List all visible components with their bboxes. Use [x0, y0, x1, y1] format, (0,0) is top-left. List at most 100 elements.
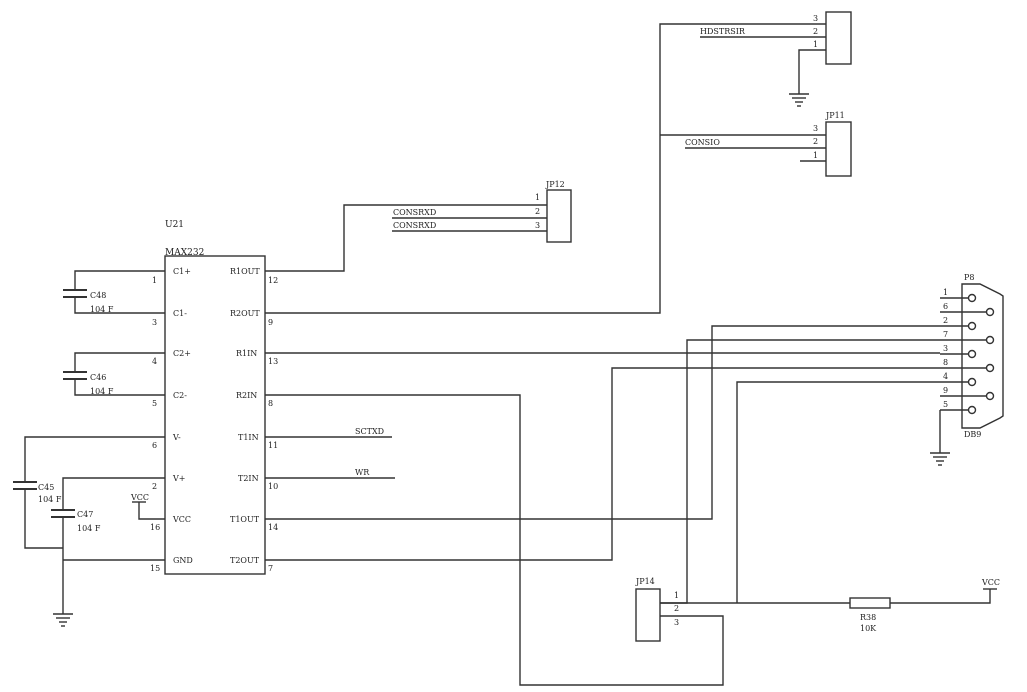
- u21-chip: U21 MAX232 1 3 4 5 6 2 16 15 C1+ C1- C2+…: [148, 220, 282, 575]
- c48-ref: C48: [90, 291, 106, 300]
- jp12-pin-3: 3: [535, 221, 540, 230]
- jp11-pin-1: 1: [813, 151, 818, 160]
- u21-pin-name-left-7: VCC: [172, 515, 191, 524]
- u21-pin-num-left-2: 3: [152, 318, 157, 327]
- capacitor-c48: C48 104 F: [63, 270, 148, 314]
- ground-symbol-db9: [930, 410, 950, 466]
- u21-pin-num-right-8: 7: [268, 564, 273, 573]
- c45-ref: C45: [38, 483, 54, 492]
- p8-pin-label-1: 1: [943, 288, 948, 297]
- capacitor-c45: C45 104 F: [13, 436, 148, 549]
- u21-pin-num-left-3: 4: [152, 357, 157, 366]
- ground-symbol-left: [53, 613, 73, 627]
- u21-ref: U21: [165, 220, 184, 230]
- u21-pin-num-right-4: 8: [268, 399, 273, 408]
- jp-top-pin-2: 2: [813, 27, 818, 36]
- jp14-ref: JP14: [635, 577, 655, 586]
- u21-pin-name-right-4: R2IN: [236, 391, 257, 400]
- r38-ref: R38: [860, 613, 876, 622]
- u21-pin-num-right-5: 11: [268, 441, 278, 450]
- u21-pin-name-right-8: T2OUT: [230, 556, 260, 565]
- c48-value: 104 F: [90, 305, 114, 314]
- jp-top-pin-3: 3: [813, 14, 818, 23]
- u21-pin-name-right-1: R1OUT: [230, 267, 260, 276]
- db9-pin-1: [967, 293, 977, 303]
- db9-pin-5: [967, 405, 977, 415]
- u21-pin-name-right-2: R2OUT: [230, 309, 260, 318]
- p8-ref: P8: [964, 273, 974, 282]
- net-label-consrxd-1: CONSRXD: [393, 208, 436, 217]
- db9-pin-6: [985, 307, 995, 317]
- u21-pin-num-right-2: 9: [268, 318, 273, 327]
- db9-pin-7: [985, 335, 995, 345]
- net-label-hdstrsir: HDSTRSIR: [700, 27, 746, 36]
- vcc-label-u21: VCC: [130, 493, 149, 502]
- connector-jp12: JP12 1 2 3: [535, 180, 572, 243]
- capacitor-c46: C46 104 F: [63, 352, 148, 396]
- u21-pin-name-left-3: C2+: [173, 349, 191, 358]
- capacitor-c47: C47 104 F: [51, 477, 148, 614]
- u21-pin-num-left-1: 1: [152, 276, 157, 285]
- r38-value: 10K: [860, 624, 877, 633]
- u21-pin-name-right-5: T1IN: [238, 433, 259, 442]
- c46-value: 104 F: [90, 387, 114, 396]
- db9-pin-3: [967, 349, 977, 359]
- resistor-r38: R38 10K: [849, 597, 891, 633]
- u21-pin-name-right-6: T2IN: [238, 474, 259, 483]
- p8-pin-label-5: 5: [943, 400, 948, 409]
- jp14-pin-3: 3: [674, 618, 679, 627]
- vcc-symbol-r38: VCC: [981, 578, 1000, 590]
- u21-pin-name-left-1: C1+: [173, 267, 191, 276]
- u21-pin-num-right-7: 14: [268, 523, 278, 532]
- net-label-sctxd: SCTXD: [355, 427, 384, 436]
- jp14-pin-1: 1: [674, 591, 679, 600]
- jp11-ref: JP11: [825, 111, 845, 120]
- p8-part: DB9: [964, 430, 981, 439]
- u21-pin-num-left-5: 6: [152, 441, 157, 450]
- u21-pin-num-left-7: 16: [150, 523, 160, 532]
- u21-pin-name-left-5: V-: [172, 433, 181, 442]
- connector-jp11: JP11 3 2 1: [813, 111, 852, 177]
- jp12-pin-2: 2: [535, 207, 540, 216]
- u21-pin-name-left-4: C2-: [173, 391, 187, 400]
- db9-pin-2: [967, 321, 977, 331]
- jp14-pin-2: 2: [674, 604, 679, 613]
- p8-pin-label-6: 6: [943, 302, 948, 311]
- u21-pin-num-right-6: 10: [268, 482, 278, 491]
- u21-part: MAX232: [165, 248, 204, 258]
- u21-pin-num-left-4: 5: [152, 399, 157, 408]
- net-label-consrxd-2: CONSRXD: [393, 221, 436, 230]
- u21-pin-name-left-6: V+: [172, 474, 185, 483]
- connector-jp14: JP14 1 2 3: [635, 577, 679, 642]
- c46-ref: C46: [90, 373, 106, 382]
- ground-symbol-top: [789, 93, 809, 107]
- u21-pin-num-left-6: 2: [152, 482, 157, 491]
- p8-pin-label-3: 3: [943, 344, 948, 353]
- jp12-pin-1: 1: [535, 193, 540, 202]
- net-label-consio: CONSIO: [685, 138, 720, 147]
- vcc-symbol-u21: VCC: [130, 493, 149, 520]
- u21-pin-num-left-8: 15: [150, 564, 160, 573]
- jp-top-pin-1: 1: [813, 40, 818, 49]
- c45-value: 104 F: [38, 495, 62, 504]
- u21-body: [164, 255, 266, 575]
- p8-pin-label-4: 4: [943, 372, 948, 381]
- u21-pin-name-right-3: R1IN: [236, 349, 257, 358]
- c47-ref: C47: [77, 510, 93, 519]
- p8-pin-label-8: 8: [943, 358, 948, 367]
- jp11-pin-3: 3: [813, 124, 818, 133]
- p8-pin-label-2: 2: [943, 316, 948, 325]
- connector-p8-db9: P8 DB9 1 6 2 7 3 8 4 9 5: [940, 273, 1004, 439]
- u21-pin-name-left-8: GND: [173, 556, 193, 565]
- u21-pin-name-right-7: T1OUT: [230, 515, 260, 524]
- jp12-ref: JP12: [545, 180, 565, 189]
- net-label-wr: WR: [355, 468, 370, 477]
- connector-top: 3 2 1: [813, 11, 852, 65]
- db9-pin-4: [967, 377, 977, 387]
- p8-pin-label-7: 7: [943, 330, 948, 339]
- u21-pin-num-right-3: 13: [268, 357, 278, 366]
- c47-value: 104 F: [77, 524, 101, 533]
- db9-pin-9: [985, 391, 995, 401]
- u21-pin-num-right-1: 12: [268, 276, 278, 285]
